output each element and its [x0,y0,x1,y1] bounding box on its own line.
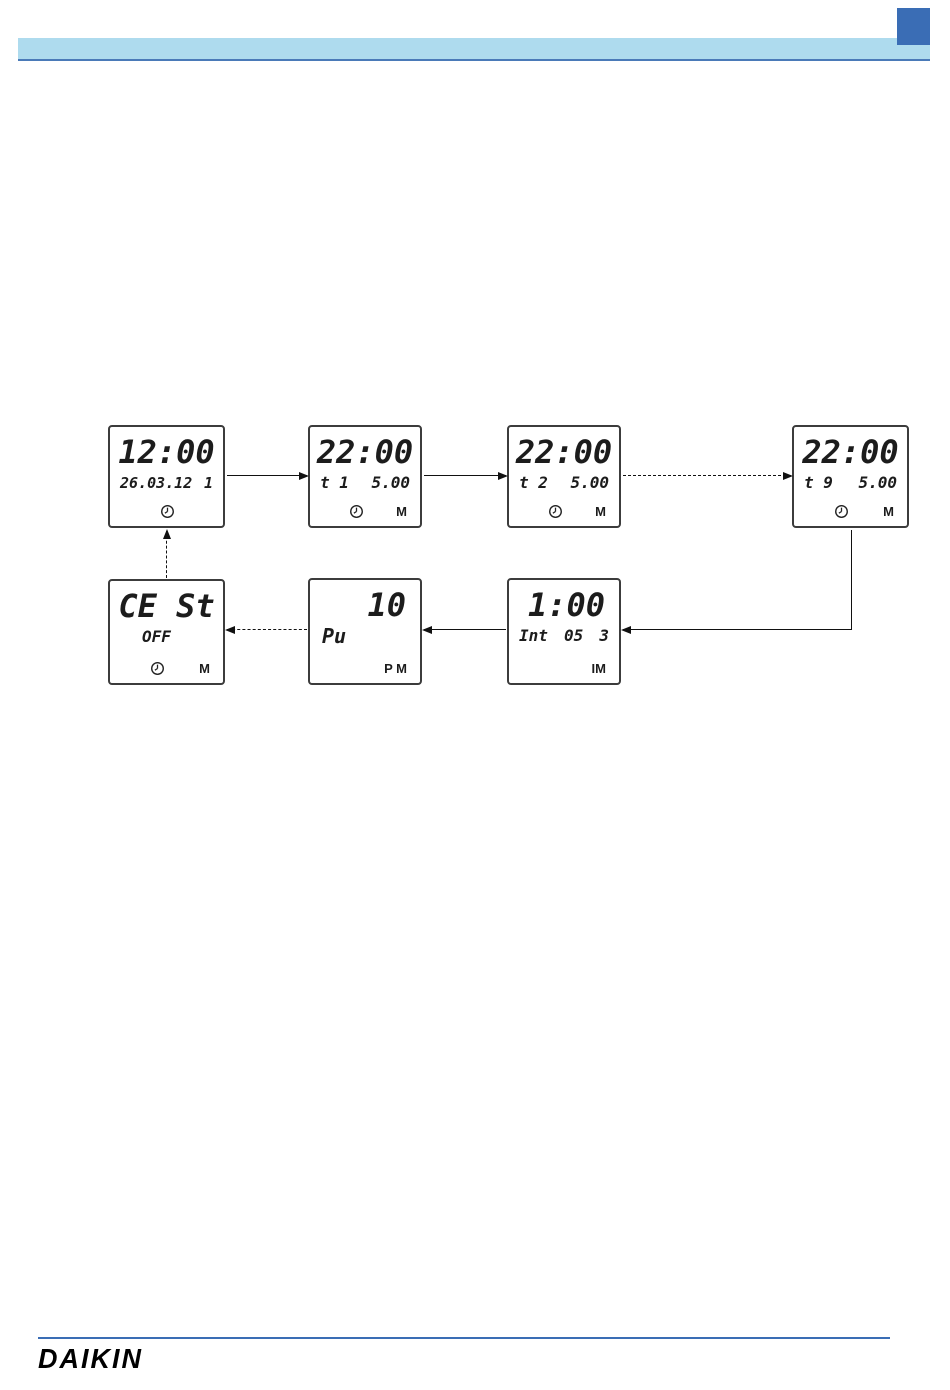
lcd-duration: 5.00 [858,473,897,492]
lcd-status-row [116,503,217,522]
lcd-duration: 5.00 [371,473,410,492]
lcd-screen-interval: 1:00 Int 05 3 IM [507,578,621,685]
lcd-status-row: IM [515,660,613,679]
lcd-status-row: P M [316,660,414,679]
lcd-subline: t 2 5.00 [515,472,613,494]
lcd-subline: OFF [116,626,217,648]
lcd-timer-label: t 2 [519,473,548,492]
lcd-int-label: Int [519,626,548,645]
daikin-logo: DAIKIN [38,1343,143,1375]
arrow-pulse-to-cest-dashed [225,625,307,634]
lcd-screen-timer-t1: 22:00 t 1 5.00 M [308,425,422,528]
lcd-time: 22:00 [515,433,613,471]
lcd-subline: Pu [316,625,414,647]
arrow-t9-to-interval [621,625,851,634]
lcd-time: 12:00 [118,433,215,471]
lcd-subline: t 9 5.00 [800,472,901,494]
lcd-status-row: M [800,503,901,522]
lcd-timer-label: t 9 [804,473,833,492]
lcd-subline: Int 05 3 [515,625,613,647]
arrow-clock-to-t1 [227,471,309,480]
lcd-duration: 5.00 [570,473,609,492]
lcd-time: 1:00 [527,586,605,624]
lcd-subline: 26.03.12 1 [116,472,217,494]
connector-t9-down [851,530,852,630]
lcd-status-row: M [316,503,414,522]
arrow-t2-to-t9-dashed [623,471,793,480]
lcd-mode-flag: M [595,504,606,519]
lcd-date: 26.03.12 [120,474,193,492]
header-accent-bar [18,38,930,59]
lcd-int-minutes: 05 [564,626,584,645]
lcd-subline: t 1 5.00 [316,472,414,494]
lcd-time: 22:00 [316,433,414,471]
lcd-weekday: 1 [203,474,213,492]
clock-icon [548,504,563,519]
lcd-mode-flag: M [199,661,210,676]
lcd-mode-flag: P M [384,661,407,676]
lcd-status-row: M [515,503,613,522]
lcd-mode-text: CE St [118,587,215,625]
lcd-status-row: M [116,660,217,679]
lcd-mode-flag: M [883,504,894,519]
clock-icon [150,661,165,676]
arrow-cest-to-clock-dashed [162,529,171,578]
lcd-int-count: 3 [599,626,609,645]
lcd-screen-pulse: 10 Pu P M [308,578,422,685]
lcd-screen-cest: CE St OFF M [108,579,225,685]
header-underline [18,59,930,61]
lcd-screen-timer-t9: 22:00 t 9 5.00 M [792,425,909,528]
lcd-pulse-value: 10 [367,586,406,624]
clock-icon [834,504,849,519]
clock-icon [160,504,175,519]
arrow-t1-to-t2 [424,471,508,480]
lcd-timer-label: t 1 [320,473,349,492]
arrow-interval-to-pulse [422,625,506,634]
lcd-time: 22:00 [802,433,899,471]
lcd-screen-timer-t2: 22:00 t 2 5.00 M [507,425,621,528]
lcd-mode-flag: M [396,504,407,519]
lcd-screen-clock: 12:00 26.03.12 1 [108,425,225,528]
lcd-mode-flag: IM [591,661,606,676]
page-corner-tab [897,8,930,45]
clock-icon [349,504,364,519]
lcd-pulse-label: Pu [322,624,347,648]
lcd-off-text: OFF [142,627,171,646]
footer-rule [38,1337,890,1339]
